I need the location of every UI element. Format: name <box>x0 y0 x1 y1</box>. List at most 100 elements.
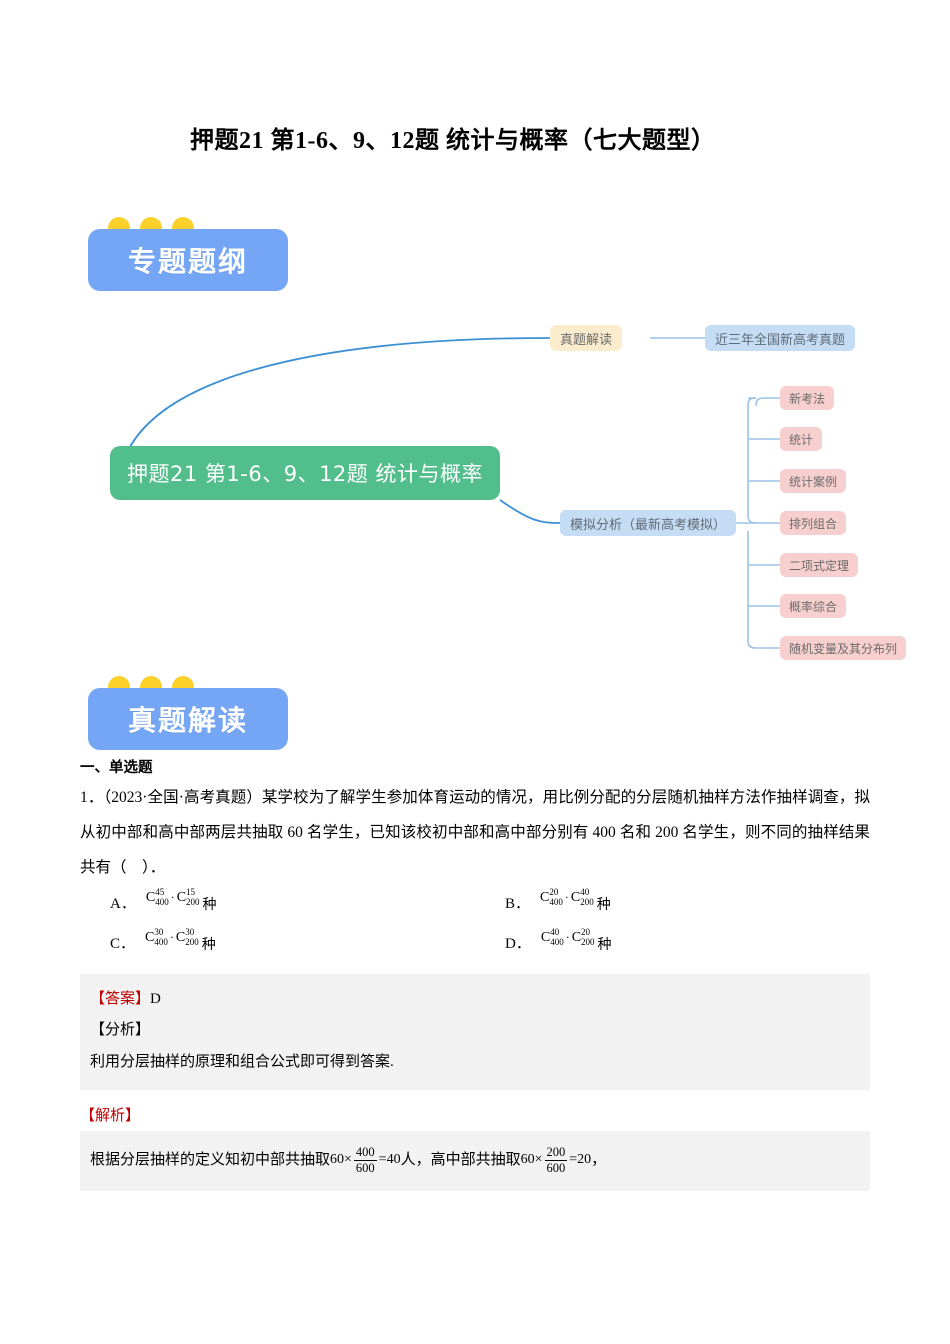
comb-indices: 45 400 <box>155 887 169 908</box>
comb-indices-7: 40 400 <box>550 926 564 948</box>
comb-subscript-2: 200 <box>186 897 200 908</box>
answer-value: D <box>150 990 161 1007</box>
solution-expr2-unit: ， <box>591 1152 607 1169</box>
comb-8: C 20 200 <box>571 926 595 948</box>
solution-lead: 根据分层抽样的定义知初中部共抽取 <box>90 1152 331 1169</box>
analysis-tag-line: 【分析】 <box>90 1015 860 1047</box>
options-row-1: A． C 45 400 · C 1 <box>80 887 870 914</box>
comb-3: C 20 400 <box>540 886 563 908</box>
mindmap-branch-moni[interactable]: 模拟分析（最新高考模拟） <box>560 510 737 537</box>
solution-expr1-numerator: 400 <box>355 1145 375 1160</box>
solution-expr1-times: × <box>344 1151 352 1167</box>
comb-2: C 15 200 <box>176 886 200 908</box>
comb-5: C 30 400 <box>145 927 168 948</box>
solution-tag: 【解析】 <box>80 1108 141 1125</box>
multiply-dot-4: · <box>565 930 570 945</box>
mindmap-leaf-4[interactable]: 二项式定理 <box>780 553 859 578</box>
comb-indices-5: 30 400 <box>154 927 168 948</box>
answer-line: 【答案】D <box>90 984 860 1016</box>
badge-box-2: 真题解读 <box>88 688 288 751</box>
comb-indices-8: 20 200 <box>581 926 595 948</box>
option-d-unit: 种 <box>597 937 612 953</box>
comb-indices-3: 20 400 <box>549 886 563 908</box>
solution-expr1-denominator: 600 <box>353 1159 377 1175</box>
connector-leaf-0b <box>755 397 780 407</box>
comb-indices-6: 30 200 <box>185 926 199 948</box>
solution-expr1-eq: =40 <box>378 1151 401 1167</box>
comb-subscript-6: 200 <box>185 937 199 948</box>
mindmap-leaf-1[interactable]: 统计 <box>780 427 823 452</box>
question-number: 1． <box>80 789 104 807</box>
solution-expr2-coef: 60 <box>520 1151 535 1167</box>
option-d[interactable]: D． C 40 400 · C 2 <box>475 927 870 954</box>
question-text: 某学校为了解学生参加体育运动的情况，用比例分配的分层随机抽样方法作抽样调查，拟从… <box>80 789 870 876</box>
comb-symbol-4: C <box>570 889 581 905</box>
mindmap-leaf-5[interactable]: 概率综合 <box>780 594 847 619</box>
comb-subscript-8: 200 <box>581 937 595 948</box>
comb-7: C 40 400 <box>540 926 564 948</box>
comb-subscript: 400 <box>155 897 169 908</box>
solution-block: 根据分层抽样的定义知初中部共抽取 60 × 400 600 =40 人， 高中部… <box>80 1131 870 1192</box>
mindmap-leaf-6[interactable]: 随机变量及其分布列 <box>780 636 907 661</box>
multiply-dot: · <box>170 890 175 905</box>
multiply-dot-3: · <box>169 930 174 945</box>
comb-4: C 40 200 <box>570 887 594 908</box>
comb-superscript-7: 40 <box>550 926 560 937</box>
comb-subscript-3: 400 <box>549 897 563 908</box>
option-c-letter: C． <box>110 935 136 952</box>
answer-analysis-block: 【答案】D 【分析】 利用分层抽样的原理和组合公式即可得到答案. <box>80 973 870 1091</box>
option-c[interactable]: C． C 30 400 · C 3 <box>80 927 475 954</box>
question-source: （2023·全国·高考真题） <box>103 789 262 807</box>
option-a[interactable]: A． C 45 400 · C 1 <box>80 887 475 914</box>
mindmap-root-node[interactable]: 押题21 第1-6、9、12题 统计与概率 <box>110 446 500 501</box>
mindmap-leaf-2[interactable]: 统计案例 <box>780 469 847 494</box>
comb-symbol-5: C <box>145 929 155 945</box>
option-d-expression: C 40 400 · C 20 200 <box>540 926 612 953</box>
answer-tag: 【答案】 <box>90 990 151 1007</box>
option-d-letter: D． <box>505 935 531 952</box>
mindmap: 押题21 第1-6、9、12题 统计与概率 真题解读 近三年全国新高考真题 模拟… <box>80 316 907 676</box>
badge-label: 专题题纲 <box>127 245 248 279</box>
comb-symbol-7: C <box>540 929 551 945</box>
comb-symbol-6: C <box>175 929 186 945</box>
connector-bracket-upper <box>747 397 757 524</box>
option-c-expression: C 30 400 · C 30 200 <box>145 926 216 953</box>
solution-expr2-fraction: 200 600 <box>544 1145 568 1175</box>
mindmap-branch-zhenti[interactable]: 真题解读 <box>550 325 623 352</box>
option-b-letter: B． <box>505 895 531 912</box>
solution-expr2-denominator: 600 <box>544 1159 568 1175</box>
solution-expr1-unit: 人， <box>400 1152 431 1169</box>
solution-expr2-times: × <box>534 1151 543 1167</box>
option-b[interactable]: B． C 20 400 · C 4 <box>475 887 870 914</box>
connector-root-to-sim <box>499 499 561 525</box>
badge-box: 专题题纲 <box>88 229 288 292</box>
comb-indices-2: 15 200 <box>186 886 200 908</box>
option-c-unit: 种 <box>201 937 216 953</box>
comb-symbol-3: C <box>540 889 550 905</box>
comb-superscript-3: 20 <box>549 886 559 897</box>
mindmap-leaf-0[interactable]: 新考法 <box>780 386 835 411</box>
options-list: A． C 45 400 · C 1 <box>80 887 870 954</box>
solution-tag-line: 【解析】 <box>80 1104 870 1125</box>
comb-superscript-6: 30 <box>185 926 195 937</box>
solution-expr2-numerator: 200 <box>546 1145 566 1160</box>
comb-symbol-2: C <box>176 889 187 905</box>
badge-label-2: 真题解读 <box>127 704 248 738</box>
mindmap-leaf-3[interactable]: 排列组合 <box>780 511 847 536</box>
question-stem: 1．（2023·全国·高考真题）某学校为了解学生参加体育运动的情况，用比例分配的… <box>80 781 870 886</box>
comb-symbol: C <box>145 889 156 905</box>
comb-indices-4: 40 200 <box>580 887 594 908</box>
comb-6: C 30 200 <box>175 926 199 948</box>
mindmap-child-zhenti-0[interactable]: 近三年全国新高考真题 <box>705 325 856 352</box>
connector-bracket-lower <box>747 531 757 649</box>
option-a-unit: 种 <box>202 897 217 913</box>
comb-superscript-8: 20 <box>581 926 591 937</box>
analysis-text: 利用分层抽样的原理和组合公式即可得到答案. <box>90 1053 394 1070</box>
section-badge-zhenti: 真题解读 <box>88 676 288 751</box>
comb-symbol-8: C <box>571 929 582 945</box>
solution-expr1-fraction: 400 600 <box>353 1145 377 1175</box>
comb-superscript-2: 15 <box>186 886 196 897</box>
option-b-unit: 种 <box>596 897 611 913</box>
option-b-expression: C 20 400 · C 40 200 <box>540 886 611 913</box>
